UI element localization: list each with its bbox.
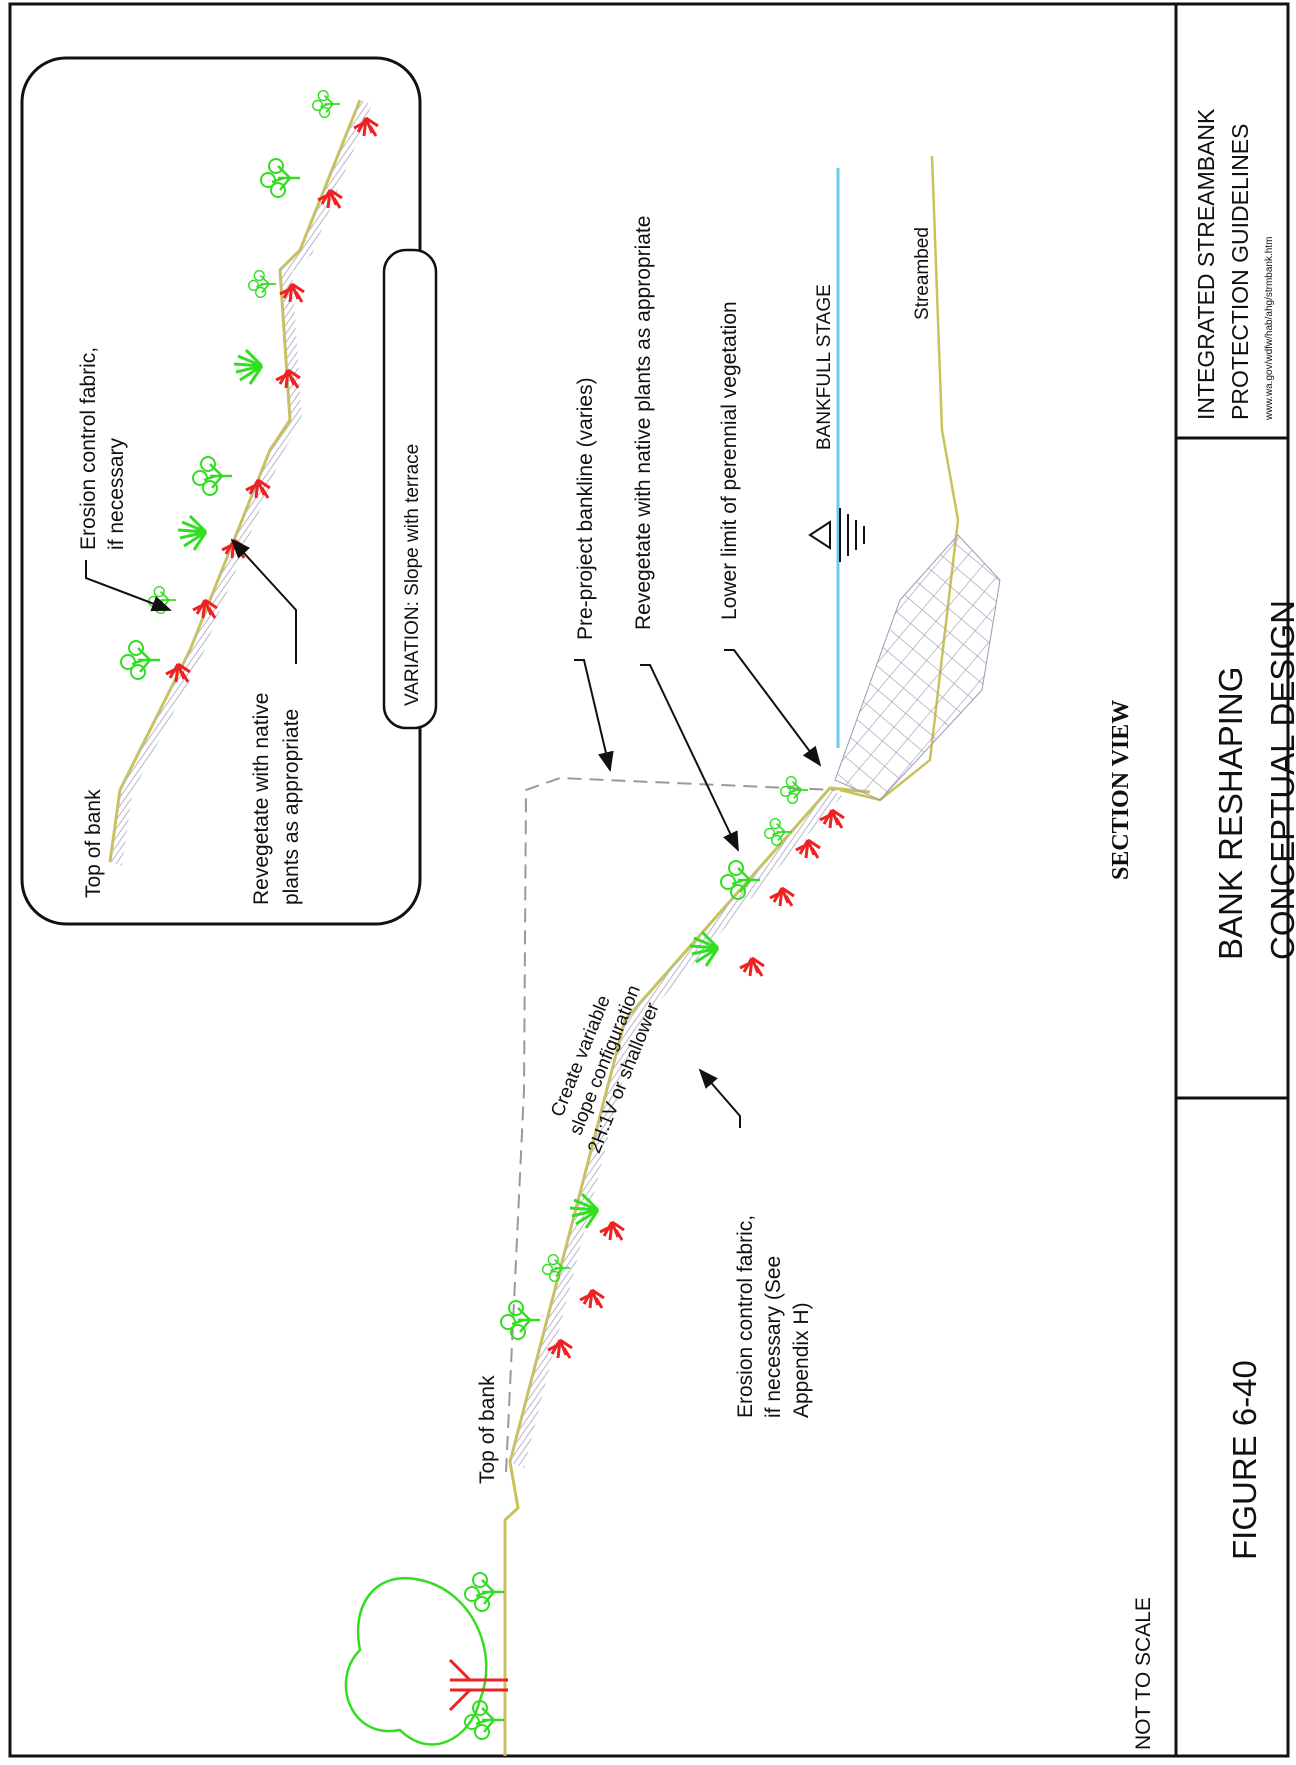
design-title: BANK RESHAPING CONCEPTUAL DESIGN [1212,600,1296,960]
guideline-title-line1: INTEGRATED STREAMBANK [1193,108,1219,420]
main-erosion-line3: Appendix H) [790,1302,813,1418]
variation-label: VARIATION: Slope with terrace [402,444,423,706]
inset-erosion-line1: Erosion control fabric, [77,347,100,550]
sheet-border [8,2,1290,1758]
design-title-line2: CONCEPTUAL DESIGN [1264,600,1296,960]
guideline-url: www.wa.gov/wdfw/hab/ahg/strmbank.htm [1264,237,1275,421]
inset-erosion-line2: if necessary [105,437,128,550]
lower-limit-label: Lower limit of perennial vegetation [718,301,741,620]
top-of-bank-label: Top of bank [476,1375,499,1484]
main-erosion-leader [698,1068,741,1128]
revegetate-leader [640,664,739,852]
figure-number: FIGURE 6-40 [1226,1360,1263,1560]
inset-revegetate-label: Revegetate with native plants as appropr… [250,693,303,905]
inset-top-of-bank: Top of bank [82,789,105,898]
tree-icon [344,1576,508,1746]
inset-fabric-band [110,100,372,866]
inset-revegetate-leader [230,538,297,664]
rock-toe [834,534,1001,801]
guideline-title-line2: PROTECTION GUIDELINES [1227,124,1253,420]
revegetate-label: Revegetate with native plants as appropr… [632,216,655,630]
pre-project-bankline [505,776,836,1473]
pre-project-leader [574,659,614,772]
not-to-scale-label: NOT TO SCALE [1132,1597,1155,1750]
variation-box [382,248,438,730]
guidelines-title: INTEGRATED STREAMBANK PROTECTION GUIDELI… [1193,108,1275,421]
inset-erosion-leader [85,560,172,612]
bankfull-label: BANKFULL STAGE [814,284,835,450]
main-plants [499,775,846,1360]
inset-erosion-label: Erosion control fabric, if necessary [77,347,128,550]
inset-revegetate-line1: Revegetate with native [250,693,273,905]
design-title-line1: BANK RESHAPING [1212,667,1249,960]
main-erosion-line1: Erosion control fabric, [734,1215,757,1418]
main-erosion-line2: if necessary (See [762,1256,785,1418]
shrub-icon [463,1571,506,1613]
streambed-label: Streambed [912,227,933,320]
water-level-symbol [808,508,865,562]
lower-limit-leader [724,649,822,767]
section-view-label: SECTION VIEW [1108,700,1134,880]
pre-project-label: Pre-project bankline (varies) [574,377,597,640]
inset-revegetate-line2: plants as appropriate [280,709,303,905]
main-erosion-label: Erosion control fabric, if necessary (Se… [734,1215,813,1418]
